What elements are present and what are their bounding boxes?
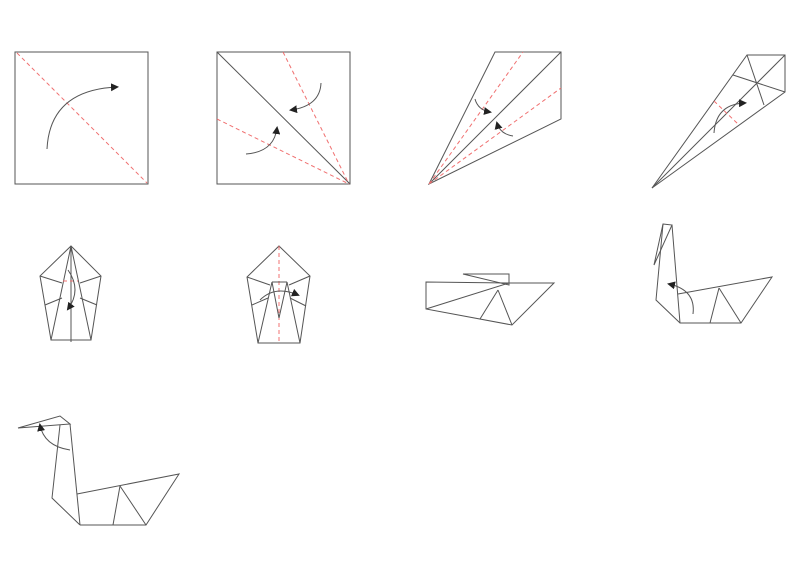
fold-arrow — [667, 281, 694, 315]
step-5 — [39, 245, 102, 342]
fold-line — [16, 52, 148, 184]
step-4 — [651, 54, 786, 189]
step-7 — [425, 273, 556, 326]
fold-arrow — [713, 99, 747, 134]
fold-arrow — [289, 82, 322, 114]
fold-line — [713, 100, 740, 126]
fold-arrow — [37, 423, 71, 451]
step-9 — [17, 415, 181, 526]
step-6 — [246, 245, 311, 344]
fold-arrow — [259, 288, 300, 301]
fold-arrow — [474, 98, 492, 115]
fold-line — [428, 87, 562, 185]
fold-arrow — [245, 126, 281, 155]
fold-arrow — [494, 121, 514, 137]
fold-line — [428, 51, 524, 185]
step-2 — [216, 51, 351, 185]
step-8 — [653, 223, 774, 324]
fold-line — [216, 118, 350, 185]
fold-line — [282, 51, 350, 185]
fold-arrow — [46, 83, 119, 150]
step-1 — [14, 51, 149, 185]
step-3 — [427, 51, 562, 186]
fold-arrow — [66, 269, 76, 311]
